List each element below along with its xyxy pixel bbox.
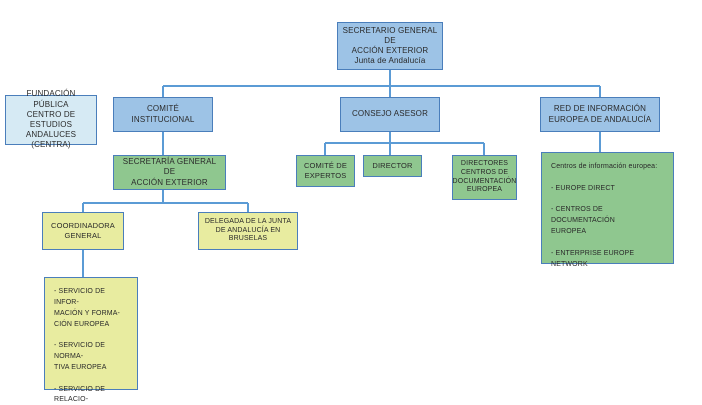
node-secretario-general[interactable]: SECRETARIO GENERAL DE ACCIÓN EXTERIOR Ju… — [337, 22, 443, 70]
node-fundacion-centra[interactable]: FUNDACIÓN PÚBLICA CENTRO DE ESTUDIOS AND… — [5, 89, 97, 149]
node-directores-centros[interactable]: DIRECTORES CENTROS DE DOCUMENTACIÓN EURO… — [452, 155, 517, 200]
node-secretaria-general[interactable]: SECRETARÍA GENERAL DE ACCIÓN EXTERIOR — [113, 155, 226, 190]
node-consejo-asesor[interactable]: CONSEJO ASESOR — [340, 97, 440, 132]
node-secretaria-general-label: SECRETARÍA GENERAL DE ACCIÓN EXTERIOR — [122, 157, 217, 187]
node-director-label: DIRECTOR — [372, 161, 413, 171]
node-delegada-bruselas-label: DELEGADA DE LA JUNTA DE ANDALUCÍA EN BRU… — [204, 217, 292, 243]
node-servicios-label: - SERVICIO DE INFOR- MACIÓN Y FORMA- CIÓ… — [54, 288, 121, 404]
node-centros-informacion-label: Centros de información europea: - EUROPE… — [551, 163, 658, 268]
node-coordinadora-general[interactable]: COORDINADORA GENERAL — [42, 212, 124, 250]
node-red-informacion[interactable]: RED DE INFORMACIÓN EUROPEA DE ANDALUCÍA — [540, 97, 660, 132]
node-directores-centros-label: DIRECTORES CENTROS DE DOCUMENTACIÓN EURO… — [452, 159, 517, 194]
node-director[interactable]: DIRECTOR — [363, 155, 422, 177]
node-comite-expertos-label: COMITÉ DE EXPERTOS — [303, 161, 348, 180]
node-comite-institucional-label: COMITÉ INSTITUCIONAL — [131, 104, 195, 124]
node-fundacion-centra-label: FUNDACIÓN PÚBLICA CENTRO DE ESTUDIOS AND… — [25, 89, 77, 150]
node-centros-informacion[interactable]: Centros de información europea: - EUROPE… — [541, 152, 674, 268]
node-servicios[interactable]: - SERVICIO DE INFOR- MACIÓN Y FORMA- CIÓ… — [44, 277, 138, 403]
node-comite-expertos[interactable]: COMITÉ DE EXPERTOS — [296, 155, 355, 187]
node-coordinadora-general-label: COORDINADORA GENERAL — [51, 221, 115, 240]
node-delegada-bruselas[interactable]: DELEGADA DE LA JUNTA DE ANDALUCÍA EN BRU… — [198, 212, 298, 250]
node-secretario-general-label: SECRETARIO GENERAL DE ACCIÓN EXTERIOR Ju… — [342, 25, 438, 66]
node-consejo-asesor-label: CONSEJO ASESOR — [351, 109, 429, 119]
node-red-informacion-label: RED DE INFORMACIÓN EUROPEA DE ANDALUCÍA — [548, 104, 652, 124]
node-comite-institucional[interactable]: COMITÉ INSTITUCIONAL — [113, 97, 213, 132]
